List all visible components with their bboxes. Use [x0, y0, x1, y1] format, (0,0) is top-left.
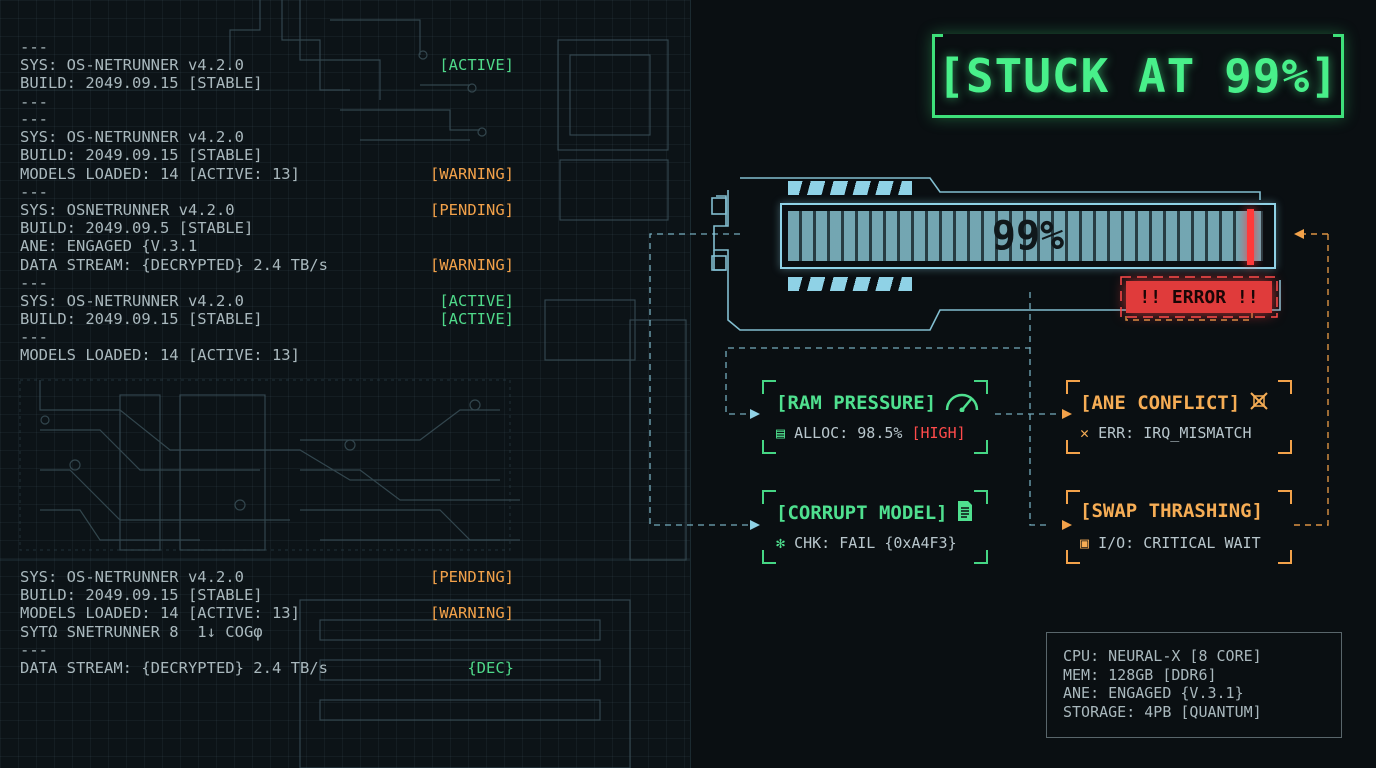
ane-conflict-title: [ANE CONFLICT] — [1080, 392, 1241, 414]
disk-icon: ▣ — [1080, 534, 1090, 552]
log-line: SYS: OSNETRUNNER v4.2.0 [PENDING] — [20, 201, 520, 219]
progress-fill — [788, 211, 1263, 261]
swap-thrashing-title: [SWAP THRASHING] — [1080, 500, 1264, 522]
file-icon — [956, 500, 974, 527]
log-status-tag: [WARNING] — [430, 255, 514, 274]
close-icon: ✕ — [1080, 424, 1090, 442]
log-line-text: BUILD: 2049.09.15 [STABLE] — [20, 586, 263, 605]
broken-link-icon: ✻ — [776, 534, 786, 552]
spec-storage: STORAGE: 4PB [QUANTUM] — [1063, 702, 1262, 721]
log-status-tag: [WARNING] — [430, 164, 514, 183]
log-line-text: DATA STREAM: {DECRYPTED} 2.4 TB/s — [20, 255, 328, 274]
log-line-text: ANE: ENGAGED {V.3.1 — [20, 237, 198, 256]
log-line: SYS: OS-NETRUNNER v4.2.0 [ACTIVE] — [20, 56, 520, 74]
log-line-text: MODELS LOADED: 14 [ACTIVE: 13] — [20, 164, 300, 183]
error-badge: !! ERROR !! — [1126, 281, 1272, 313]
log-line: SYTΩ SNETRUNNER 8 1↓ COGφ — [20, 623, 520, 641]
log-status-tag: [PENDING] — [430, 568, 514, 586]
checksum-text: CHK: FAIL {0xA4F3} — [794, 534, 957, 552]
log-line-text: --- — [20, 92, 48, 111]
log-line: MODELS LOADED: 14 [ACTIVE: 13] — [20, 346, 520, 364]
log-line-text: SYS: OSNETRUNNER v4.2.0 — [20, 200, 235, 219]
ram-pressure-title: [RAM PRESSURE] — [776, 392, 937, 414]
log-block: ---SYS: OS-NETRUNNER v4.2.0[ACTIVE]BUILD… — [20, 38, 520, 111]
log-line-text: --- — [20, 640, 48, 659]
status-title: [STUCK AT 99%] — [937, 49, 1339, 103]
log-line: SYS: OS-NETRUNNER v4.2.0 [ACTIVE] — [20, 292, 520, 310]
log-status-tag: [PENDING] — [430, 200, 514, 219]
log-line: SYS: OS-NETRUNNER v4.2.0 [PENDING] — [20, 568, 520, 586]
log-line: BUILD: 2049.09.15 [STABLE] — [20, 146, 520, 164]
error-badge-frame — [1120, 276, 1278, 318]
log-line-text: BUILD: 2049.09.15 [STABLE] — [20, 310, 263, 329]
log-line-text: MODELS LOADED: 14 [ACTIVE: 13] — [20, 346, 300, 365]
log-line-text: SYS: OS-NETRUNNER v4.2.0 — [20, 291, 244, 310]
progress-bar: 99% — [780, 203, 1276, 269]
log-line-text: BUILD: 2049.09.5 [STABLE] — [20, 219, 254, 238]
swap-thrashing-card: [SWAP THRASHING] ▣ I/O: CRITICAL WAIT — [1066, 490, 1292, 564]
conflict-icon — [1248, 390, 1270, 417]
circuit-diagram — [0, 0, 690, 768]
log-line: --- — [20, 641, 520, 659]
spec-mem: MEM: 128GB [DDR6] — [1063, 665, 1217, 684]
log-line-text: SYS: OS-NETRUNNER v4.2.0 — [20, 128, 244, 147]
log-line: --- — [20, 274, 520, 292]
ram-pressure-card: [RAM PRESSURE] ▤ ALLOC: 98.5% [HIGH] — [762, 380, 988, 454]
memory-icon: ▤ — [776, 424, 786, 442]
progress-percentage: 99% — [991, 213, 1065, 259]
log-line: --- — [20, 38, 520, 56]
log-line: --- — [20, 328, 520, 346]
log-line-text: --- — [20, 273, 48, 292]
ram-high-flag: [HIGH] — [911, 424, 966, 442]
spec-cpu: CPU: NEURAL-X [8 CORE] — [1063, 647, 1262, 665]
log-line: BUILD: 2049.09.15 [STABLE] — [20, 74, 520, 92]
ane-error-text: ERR: IRQ_MISMATCH — [1098, 424, 1252, 442]
ram-alloc-value: ALLOC: 98.5% — [794, 424, 912, 442]
corrupt-model-card: [CORRUPT MODEL] ✻ CHK: FAIL {0xA4F3} — [762, 490, 988, 564]
log-block: SYS: OS-NETRUNNER v4.2.0 [PENDING] BUILD: … — [20, 568, 520, 677]
log-line: DATA STREAM: {DECRYPTED} 2.4 TB/s [WARNIN… — [20, 256, 520, 274]
log-line-text: MODELS LOADED: 14 [ACTIVE: 13] — [20, 604, 300, 623]
io-status-text: I/O: CRITICAL WAIT — [1098, 534, 1261, 552]
status-title-frame: [STUCK AT 99%] — [932, 34, 1344, 118]
log-line-text: SYS: OS-NETRUNNER v4.2.0 — [20, 56, 244, 75]
log-line-text: --- — [20, 328, 48, 347]
log-line: MODELS LOADED: 14 [ACTIVE: 13] [WARNING] — [20, 604, 520, 622]
log-line: MODELS LOADED: 14 [ACTIVE: 13] [WARNING] — [20, 165, 520, 183]
log-line-text: --- — [20, 38, 48, 56]
gauge-icon — [944, 390, 980, 417]
log-status-tag: [ACTIVE] — [439, 291, 514, 310]
log-line-text: SYS: OS-NETRUNNER v4.2.0 — [20, 568, 244, 586]
corrupt-model-title: [CORRUPT MODEL] — [776, 502, 948, 524]
system-specs-panel: CPU: NEURAL-X [8 CORE] MEM: 128GB [DDR6]… — [1046, 632, 1342, 738]
log-line: --- — [20, 183, 520, 201]
log-line-text: BUILD: 2049.09.15 [STABLE] — [20, 146, 263, 165]
log-panel-background — [0, 0, 691, 768]
log-status-tag: [ACTIVE] — [439, 310, 514, 329]
log-line: BUILD: 2049.09.15 [STABLE] — [20, 586, 520, 604]
log-line-text: BUILD: 2049.09.15 [STABLE] — [20, 74, 263, 93]
ane-conflict-card: [ANE CONFLICT] ✕ ERR: IRQ_MISMATCH — [1066, 380, 1292, 454]
log-line-text: --- — [20, 182, 48, 201]
spec-ane: ANE: ENGAGED {V.3.1} — [1063, 684, 1244, 702]
connector-lines — [649, 177, 1329, 530]
log-line-text: SYTΩ SNETRUNNER 8 1↓ COGφ — [20, 622, 263, 641]
progress-error-marker — [1247, 209, 1254, 265]
progress-bottom-stripes — [788, 277, 912, 291]
log-line: DATA STREAM: {DECRYPTED} 2.4 TB/s {DEC} — [20, 659, 520, 677]
log-line: --- — [20, 110, 520, 128]
log-line-text: --- — [20, 110, 48, 128]
log-line-text: DATA STREAM: {DECRYPTED} 2.4 TB/s — [20, 658, 328, 677]
log-line: SYS: OS-NETRUNNER v4.2.0 — [20, 128, 520, 146]
log-line: BUILD: 2049.09.15 [STABLE] [ACTIVE] — [20, 310, 520, 328]
log-status-tag: [WARNING] — [430, 604, 514, 623]
log-status-tag: {DEC} — [467, 658, 514, 677]
progress-top-stripes — [788, 181, 912, 195]
log-line: ANE: ENGAGED {V.3.1 — [20, 237, 520, 255]
log-line: --- — [20, 93, 520, 111]
log-line: BUILD: 2049.09.5 [STABLE] — [20, 219, 520, 237]
log-status-tag: [ACTIVE] — [439, 56, 514, 75]
